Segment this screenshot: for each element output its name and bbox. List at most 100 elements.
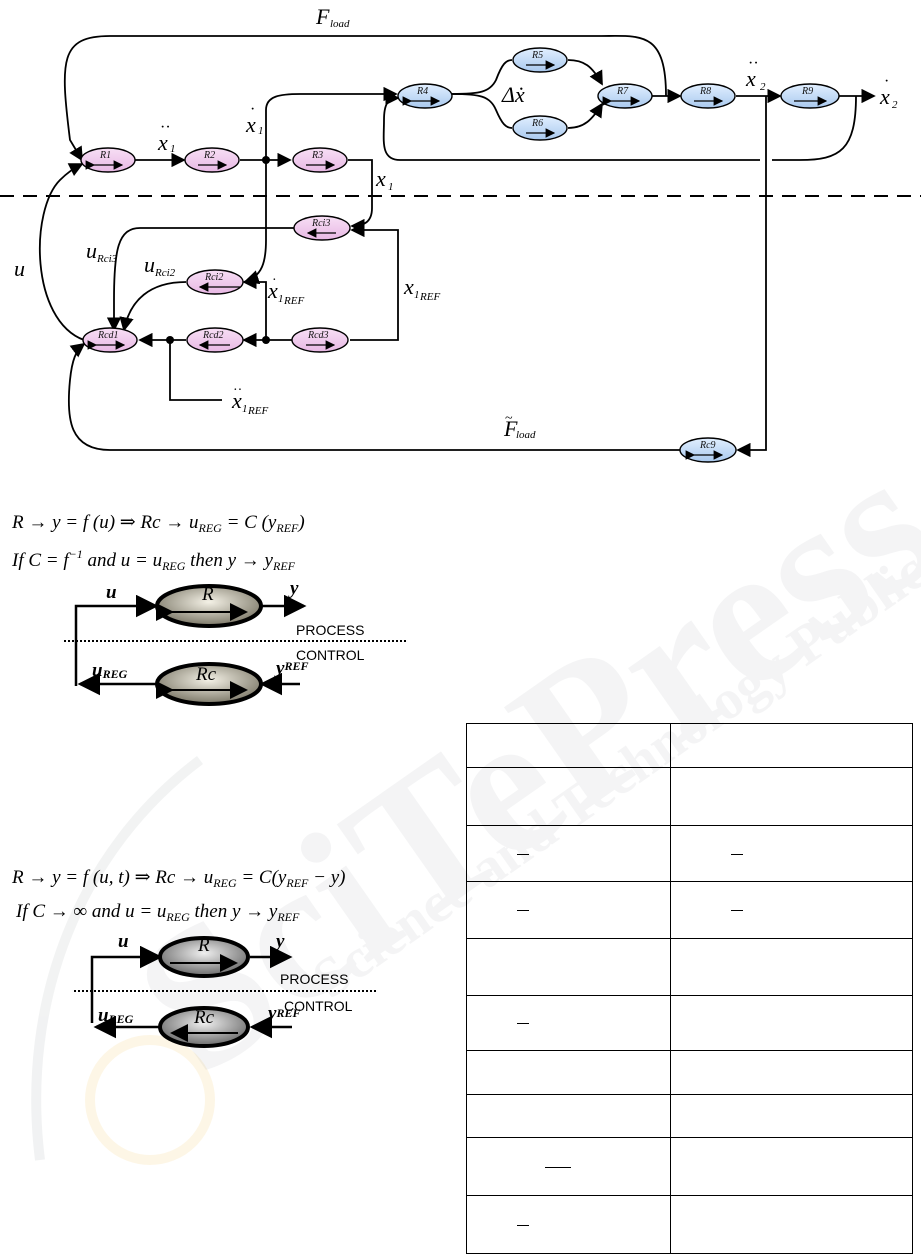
- label-x1-ref: x 1 REF: [403, 274, 440, 303]
- node-rcd1: Rcd1: [82, 327, 138, 353]
- svg-text:1: 1: [242, 403, 248, 415]
- feedback-principle: R → y = f (u, t) ⇒ Rc → uREG = C(yREF − …: [11, 867, 378, 1048]
- svg-text:2: 2: [892, 99, 898, 111]
- table-cell: [670, 767, 913, 826]
- svg-text:R7: R7: [616, 86, 629, 97]
- svg-text:If C = f−1 and u = uREG th: If C = f−1 and u = uREG then y → yREF: [11, 547, 296, 573]
- svg-text:x: x: [245, 112, 256, 137]
- node-r2: R2: [184, 147, 240, 173]
- label-u: u: [14, 256, 25, 281]
- feedback-eq2: If C → ∞ and u = uREG then y → yREF: [15, 901, 300, 924]
- svg-text:··: ··: [233, 383, 242, 398]
- table-cell: [466, 1050, 671, 1095]
- node-r6: R6: [512, 115, 568, 141]
- table-cell: [466, 825, 671, 882]
- svg-text:1: 1: [170, 143, 176, 155]
- inversion-r-block: R: [155, 584, 263, 628]
- svg-text:··: ··: [160, 119, 171, 136]
- table-cell: [670, 723, 913, 768]
- svg-text:Rci2: Rci2: [204, 272, 223, 283]
- node-r3: R3: [292, 147, 348, 173]
- label-x1-ddot-ref: x ·· 1 REF: [231, 383, 268, 417]
- label-x1-dot: x · 1: [245, 101, 264, 137]
- label-u-rci2: u Rci2: [144, 252, 176, 279]
- table-cell: [466, 1094, 671, 1138]
- inversion-eq1: R → y = f (u) ⇒ Rc → uREG = C (yREF): [11, 512, 305, 535]
- label-f-load: F load: [315, 4, 350, 30]
- inversion-y-ref: yREF: [274, 658, 308, 679]
- svg-text:REF: REF: [419, 291, 440, 303]
- table-cell: [466, 881, 671, 939]
- svg-text:u: u: [118, 931, 129, 952]
- svg-text:R → y = f (u, t) ⇒ Rc → uR: R → y = f (u, t) ⇒ Rc → uREG = C(yREF − …: [11, 867, 345, 890]
- label-x1-dot-ref: x · 1 REF: [267, 273, 304, 307]
- svg-text:·: ·: [250, 101, 255, 118]
- svg-text:Rc9: Rc9: [699, 440, 716, 451]
- svg-text:1: 1: [388, 181, 394, 193]
- svg-text:Rcd3: Rcd3: [307, 330, 329, 341]
- feedback-eq1: R → y = f (u, t) ⇒ Rc → uREG = C(yREF − …: [11, 867, 345, 890]
- svg-text:y: y: [274, 931, 285, 952]
- node-r8: R8: [680, 83, 736, 109]
- svg-text:F: F: [315, 4, 330, 29]
- svg-text:yREF: yREF: [266, 1003, 300, 1024]
- svg-text:R1: R1: [99, 150, 111, 161]
- svg-text:Rc: Rc: [193, 1007, 215, 1028]
- svg-text:R4: R4: [416, 86, 428, 97]
- svg-text:CONTROL: CONTROL: [284, 998, 353, 1014]
- node-rcd3: Rcd3: [291, 327, 349, 353]
- table-cell: [670, 1195, 913, 1254]
- symbol-table: [466, 723, 913, 1254]
- svg-text:x: x: [267, 278, 278, 303]
- svg-text:REF: REF: [283, 295, 304, 307]
- svg-text:R: R: [197, 935, 210, 956]
- inversion-rc-block: Rc: [155, 662, 263, 706]
- svg-text:F: F: [503, 416, 518, 441]
- table-cell: [466, 767, 671, 826]
- svg-text:yREF: yREF: [274, 658, 308, 679]
- table-cell: [670, 1094, 913, 1138]
- svg-text:~: ~: [505, 411, 513, 426]
- node-r7: R7: [597, 83, 653, 109]
- svg-text:R5: R5: [531, 50, 543, 61]
- table-cell: [466, 1137, 671, 1196]
- table-cell: [466, 938, 671, 996]
- svg-text:R: R: [201, 584, 214, 605]
- svg-text:Rc: Rc: [195, 664, 217, 685]
- node-r1: R1: [80, 147, 136, 173]
- label-x1-ddot: x ·· 1: [157, 119, 176, 155]
- svg-text:If C → ∞ and u = uREG then: If C → ∞ and u = uREG then y → yREF: [15, 901, 300, 924]
- svg-text:x: x: [879, 84, 890, 109]
- feedback-rc-block: Rc: [158, 1006, 250, 1048]
- svg-text:x: x: [157, 130, 168, 155]
- svg-text:load: load: [516, 429, 536, 441]
- node-rci2: Rci2: [186, 269, 244, 295]
- svg-text:CONTROL: CONTROL: [296, 647, 365, 663]
- label-x1: x 1: [375, 166, 394, 193]
- table-cell: [670, 825, 913, 882]
- svg-text:1: 1: [414, 289, 420, 301]
- node-r9: R9: [780, 83, 840, 109]
- svg-text:1: 1: [258, 125, 264, 137]
- node-r4: R4: [397, 83, 453, 109]
- svg-text:·: ·: [272, 273, 277, 288]
- node-rci3: Rci3: [293, 215, 351, 241]
- svg-text:··: ··: [748, 55, 759, 72]
- svg-text:Rci2: Rci2: [154, 267, 176, 279]
- svg-text:uREG: uREG: [98, 1005, 134, 1026]
- svg-text:R2: R2: [203, 150, 215, 161]
- node-rcd2: Rcd2: [186, 327, 244, 353]
- table-cell: [670, 938, 913, 996]
- emr-diagram: R1 R2 R3 R4 R5 R6 R7 R8 R9: [0, 4, 921, 463]
- svg-text:u: u: [106, 582, 117, 603]
- node-r5: R5: [512, 47, 568, 73]
- svg-text:y: y: [288, 578, 299, 599]
- svg-text:Rci3: Rci3: [96, 253, 118, 265]
- svg-text:Rcd1: Rcd1: [97, 330, 119, 341]
- svg-text:2: 2: [760, 81, 766, 93]
- label-u-rci3: u Rci3: [86, 238, 118, 265]
- table-cell: [466, 995, 671, 1051]
- inversion-eq2: If C = f−1 and u = uREG then y → yREF: [11, 547, 296, 573]
- svg-text:load: load: [330, 18, 350, 30]
- inversion-principle: R → y = f (u) ⇒ Rc → uREG = C (yREF) If …: [11, 512, 406, 706]
